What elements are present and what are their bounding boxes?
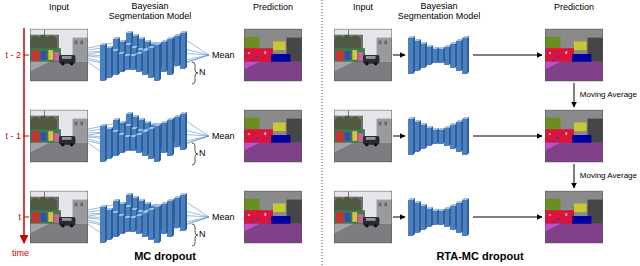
mc-dropout-row (30, 29, 302, 84)
time-step-label: t - 1 (5, 131, 21, 141)
time-axis (24, 28, 29, 243)
moving-average-arrow (574, 83, 575, 188)
moving-average-label: Moving Average (580, 172, 637, 181)
time-step-label: t - 2 (5, 50, 21, 60)
rta-row (334, 29, 603, 81)
mc-dropout-row (30, 110, 302, 165)
column-header: Prediction (554, 2, 594, 12)
panel-title: RTA-MC dropout (436, 250, 523, 262)
moving-average-label: Moving Average (580, 91, 637, 100)
time-step-label: t (18, 212, 21, 222)
mc-dropout-row (30, 191, 302, 246)
mean-label: Mean (212, 131, 235, 141)
column-header: Input (353, 2, 373, 12)
panel-title: MC dropout (134, 250, 196, 262)
rta-row (334, 191, 603, 243)
column-header: Input (49, 2, 69, 12)
column-header: Bayesian Segmentation Model (105, 1, 195, 21)
sample-count: N (199, 229, 206, 239)
axis-label: time (12, 248, 29, 258)
mean-label: Mean (212, 50, 235, 60)
panel-separator (322, 0, 323, 266)
mean-label: Mean (212, 212, 235, 222)
sample-count: N (199, 148, 206, 158)
sample-count: N (199, 67, 206, 77)
rta-row (334, 110, 603, 162)
column-header: Bayesian Segmentation Model (394, 1, 484, 21)
column-header: Prediction (253, 2, 293, 12)
